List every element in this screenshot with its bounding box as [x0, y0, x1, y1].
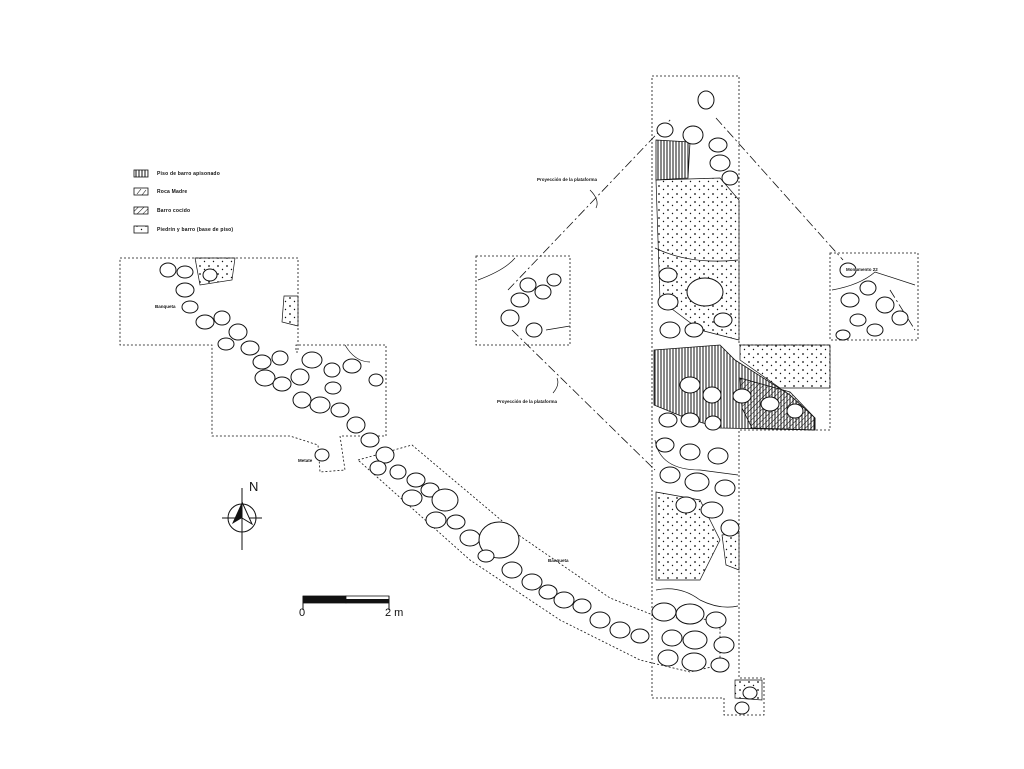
label-banqueta-s: Banqueta: [548, 558, 569, 563]
legend-swatch-floor: [133, 169, 149, 178]
bedrock-contours: [344, 247, 916, 608]
legend-label-fired-clay: Barro cocido: [157, 208, 191, 214]
stone-features: [159, 90, 909, 715]
excavation-boundaries: [119, 75, 919, 716]
label-banqueta-nw: Banqueta: [155, 304, 176, 309]
label-monumento: Monumento 22: [846, 267, 878, 272]
callout-lines: [552, 189, 598, 394]
legend-swatch-gravel: [133, 225, 149, 234]
north-label: N: [249, 479, 259, 494]
legend-swatch-bedrock: [133, 187, 149, 196]
legend-label-bedrock: Roca Madre: [157, 189, 188, 195]
label-projection-lower: Proyección de la plataforma: [497, 399, 558, 404]
scale-bar: [302, 595, 390, 610]
label-metate: Metate: [298, 458, 313, 463]
label-projection-upper: Proyección de la plataforma: [537, 177, 598, 182]
legend-label-gravel: Piedrín y barro (base de piso): [157, 227, 234, 233]
scale-label-start: 0: [299, 607, 306, 619]
legend: [133, 169, 149, 234]
legend-swatch-fired-clay: [133, 206, 149, 215]
legend-label-floor: Piso de barro apisonado: [157, 171, 220, 177]
north-arrow-icon: [222, 488, 262, 550]
floor-areas: [194, 139, 831, 701]
platform-projection-lines: [507, 117, 916, 471]
scale-label-end: 2 m: [385, 607, 404, 619]
